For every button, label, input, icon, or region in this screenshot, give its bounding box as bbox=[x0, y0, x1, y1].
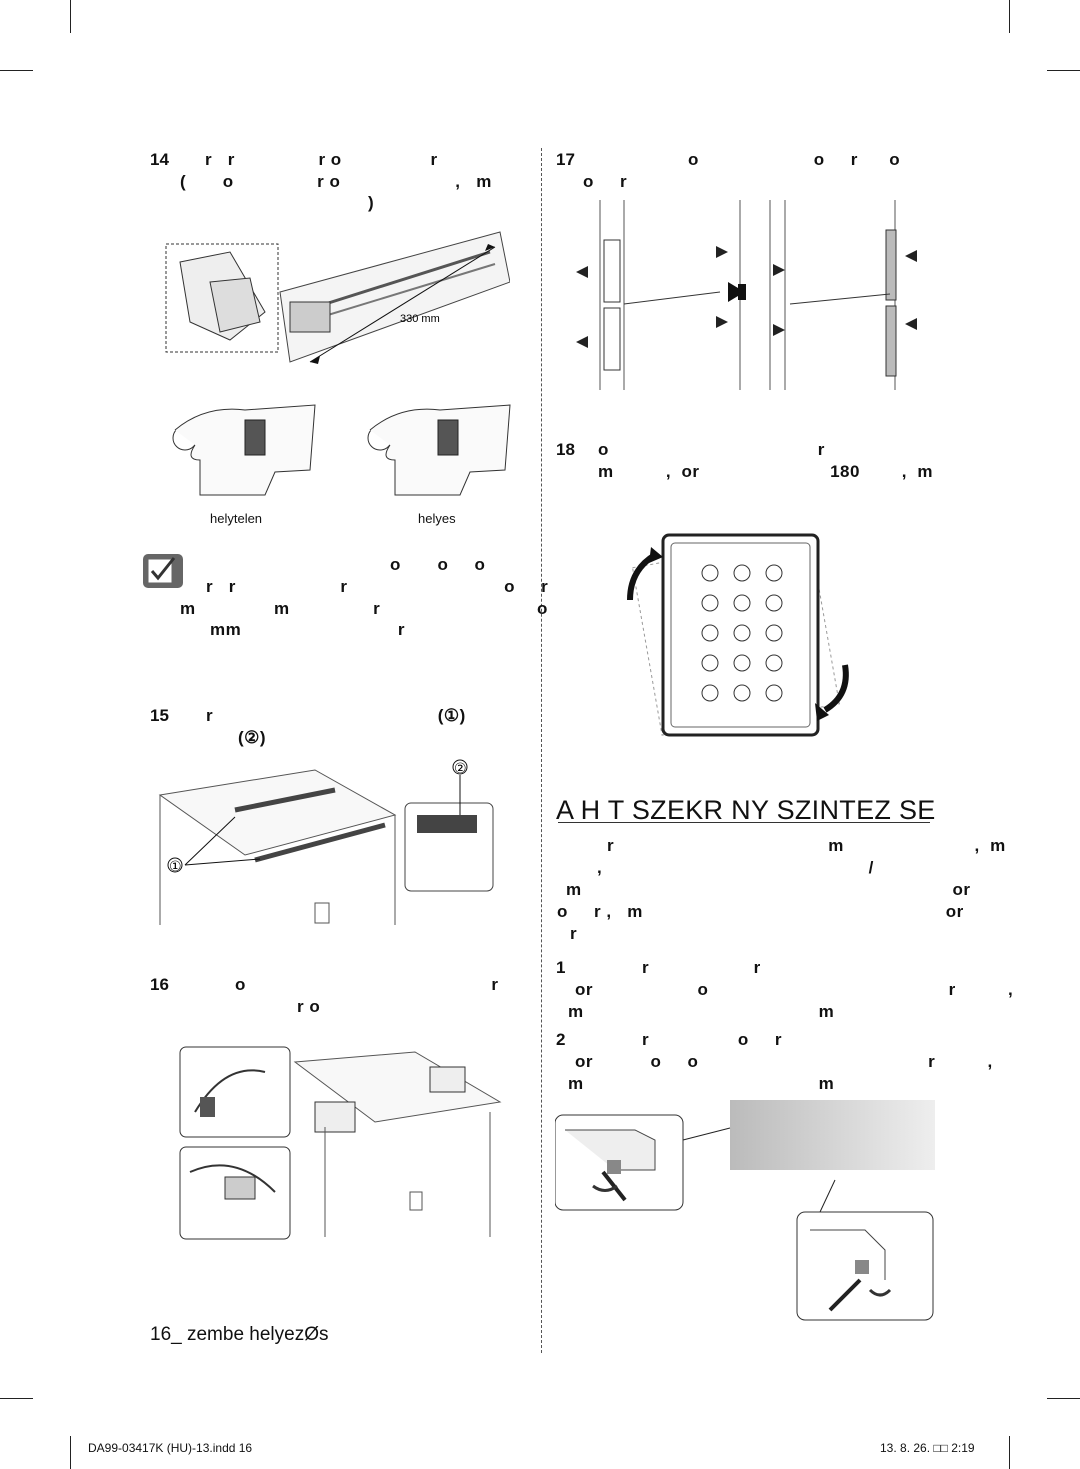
step-text-line: m , or 180 , m bbox=[598, 462, 934, 481]
leveling-foot-diagram bbox=[555, 1100, 935, 1321]
note-line: o o o bbox=[390, 555, 486, 574]
print-slug-timestamp: 13. 8. 26. □□ 2:19 bbox=[880, 1441, 975, 1455]
step-text-line: o o r o bbox=[688, 150, 901, 169]
note-icon bbox=[143, 554, 183, 588]
item-line: r o r bbox=[642, 1030, 783, 1049]
callout-1: ① bbox=[169, 859, 182, 875]
step-number: 15 bbox=[150, 706, 169, 725]
door-rotate-diagram bbox=[627, 533, 849, 737]
item-line: m m bbox=[568, 1002, 835, 1021]
crop-mark bbox=[1047, 70, 1080, 71]
item-line: or o o r , bbox=[575, 1052, 993, 1071]
step-number: 17 bbox=[556, 150, 575, 169]
paragraph-line: r m , m bbox=[607, 836, 1006, 855]
item-line: r r bbox=[642, 958, 761, 977]
print-slug-file: DA99-03417K (HU)-13.indd 16 bbox=[88, 1441, 253, 1455]
step-text-line: o r bbox=[583, 172, 628, 191]
step-text-line: r (①) bbox=[206, 706, 466, 725]
hinge-position-diagram-incorrect bbox=[172, 404, 316, 496]
heading-underline bbox=[558, 822, 930, 823]
page-footer: 16_ zembe helyezØs bbox=[150, 1324, 329, 1346]
paragraph-line: , / bbox=[597, 858, 874, 877]
step-number: 16 bbox=[150, 975, 169, 994]
column-divider bbox=[541, 148, 542, 1353]
crop-mark bbox=[0, 1398, 33, 1399]
crop-mark bbox=[70, 1436, 71, 1469]
section-heading: A H T SZEKR NY SZINTEZ SE bbox=[556, 795, 936, 825]
dimension-label: 330 mm bbox=[400, 313, 440, 325]
step-text-line: o r bbox=[598, 440, 825, 459]
step-number: 18 bbox=[556, 440, 575, 459]
step-text-line: ( o r o , m bbox=[180, 172, 492, 191]
wiring-connection-diagram bbox=[179, 1046, 502, 1240]
crop-mark bbox=[70, 0, 71, 33]
top-cover-diagram: ① ② bbox=[158, 759, 494, 925]
caption-incorrect: helytelen bbox=[210, 511, 263, 526]
item-number: 1 bbox=[556, 958, 566, 977]
paragraph-line: m or bbox=[566, 880, 971, 899]
paragraph-line: r bbox=[570, 924, 578, 943]
crop-mark bbox=[0, 70, 33, 71]
step-text-line: r r r o r bbox=[205, 150, 438, 169]
hinge-position-diagram-correct bbox=[367, 404, 511, 496]
item-line: m m bbox=[568, 1074, 835, 1093]
note-line: m m r o bbox=[180, 599, 548, 618]
caption-correct: helyes bbox=[418, 511, 456, 526]
callout-2: ② bbox=[454, 761, 467, 777]
note-line: mm r bbox=[210, 620, 406, 639]
crop-mark bbox=[1009, 1436, 1010, 1469]
note-line: r r r o r bbox=[206, 577, 549, 596]
step-text-line: r o bbox=[297, 997, 321, 1016]
crop-mark bbox=[1009, 0, 1010, 33]
step-text-line: ) bbox=[368, 193, 375, 212]
item-line: or o r , bbox=[575, 980, 1014, 999]
door-handle-swap-diagram bbox=[576, 200, 917, 390]
step-text-line: o r bbox=[235, 975, 499, 994]
crop-mark bbox=[1047, 1398, 1080, 1399]
step-number: 14 bbox=[150, 150, 169, 169]
item-number: 2 bbox=[556, 1030, 566, 1049]
paragraph-line: o r , m or bbox=[557, 902, 964, 921]
hinge-wiring-diagram: 330 mm bbox=[165, 231, 510, 364]
page-number: 16 bbox=[150, 1324, 172, 1345]
section-name: _ zembe helyezØs bbox=[171, 1324, 329, 1345]
step-text-line: (②) bbox=[238, 728, 267, 747]
